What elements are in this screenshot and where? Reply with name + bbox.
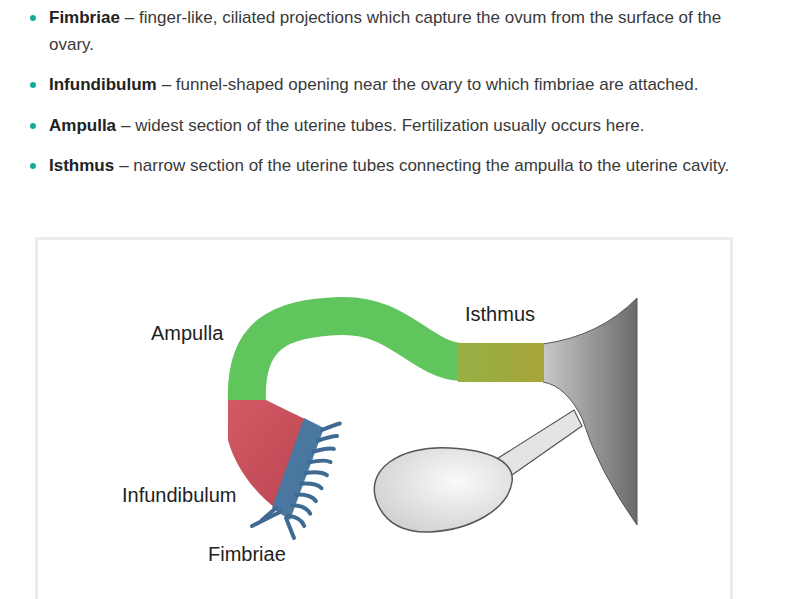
bullet-term: Infundibulum (49, 75, 157, 94)
fimbria (309, 461, 330, 463)
bullet-item: Fimbriae– finger-like, ciliated projecti… (49, 4, 739, 58)
fimbria (297, 494, 316, 501)
bullet-description: – widest section of the uterine tubes. F… (121, 116, 645, 135)
fimbriae-fingers (252, 423, 340, 538)
bullet-item: Isthmus – narrow section of the uterine t… (49, 152, 739, 179)
bullet-description: – finger-like, ciliated projections whic… (49, 8, 721, 54)
fimbriae (272, 418, 324, 520)
part-label: Ampulla (151, 322, 223, 345)
fimbria (301, 484, 322, 489)
bullet-description: – narrow section of the uterine tubes co… (119, 156, 729, 175)
fimbria (286, 518, 294, 538)
bullet-description: – funnel-shaped opening near the ovary t… (162, 75, 699, 94)
bullet-dot (30, 15, 36, 21)
fimbria (305, 472, 327, 475)
fimbria (262, 508, 276, 520)
ovary (374, 448, 512, 532)
isthmus (458, 343, 544, 382)
fimbria (318, 436, 337, 441)
fimbria (322, 423, 340, 430)
bullet-term: Fimbriae (49, 8, 120, 27)
bullet-dot (30, 82, 36, 88)
bullet-item: Ampulla – widest section of the uterine t… (49, 112, 739, 139)
uterus (543, 298, 637, 525)
bullet-term: Ampulla (49, 116, 116, 135)
bullet-dot (30, 123, 36, 129)
fimbria (292, 505, 310, 513)
part-label: Fimbriae (208, 543, 286, 566)
fimbria (314, 449, 334, 452)
part-label: Isthmus (465, 303, 535, 326)
bullet-item: Infundibulum – funnel-shaped opening near… (49, 71, 739, 98)
bullet-dot (30, 163, 36, 169)
figure-frame (37, 239, 732, 599)
ampulla (247, 316, 462, 402)
part-label: Infundibulum (122, 484, 237, 507)
bullet-term: Isthmus (49, 156, 114, 175)
